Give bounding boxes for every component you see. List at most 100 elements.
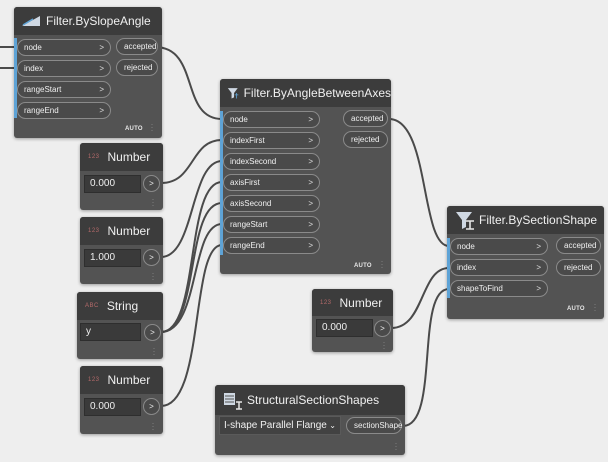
node-menu-icon[interactable]: ···	[383, 340, 385, 352]
port-label: rejected	[564, 263, 593, 272]
input-port-node[interactable]: node>	[450, 238, 548, 255]
port-label: axisSecond	[230, 199, 272, 208]
number-node[interactable]: 123 Number 0.000 > ···	[80, 366, 163, 434]
chevron-right-icon[interactable]: >	[143, 175, 160, 192]
wire	[160, 202, 223, 333]
input-port-range-end[interactable]: rangeEnd>	[17, 102, 111, 119]
port-label: node	[24, 43, 42, 52]
input-port-node[interactable]: node>	[223, 111, 320, 128]
number-type-icon: 123	[320, 299, 332, 306]
lacing-label[interactable]: AUTO	[567, 306, 585, 312]
input-port-axis-first[interactable]: axisFirst>	[223, 174, 320, 191]
number-value-input[interactable]: 0.000	[84, 175, 141, 193]
input-port-index[interactable]: index>	[450, 259, 548, 276]
chevron-right-icon[interactable]: >	[144, 324, 161, 341]
structural-section-shapes-node[interactable]: StructuralSectionShapes I-shape Parallel…	[215, 385, 405, 455]
lacing-label[interactable]: AUTO	[125, 126, 143, 132]
input-port-range-start[interactable]: rangeStart >	[17, 81, 111, 98]
input-port-index-first[interactable]: indexFirst >	[223, 132, 320, 149]
node-header[interactable]: Filter.ByAngleBetweenAxes	[220, 79, 391, 107]
chevron-right-icon: >	[99, 85, 104, 94]
port-label: index	[24, 64, 44, 73]
chevron-right-icon[interactable]: >	[143, 249, 160, 266]
chevron-right-icon: >	[308, 220, 313, 229]
node-menu-icon[interactable]: ···	[381, 259, 383, 271]
chevron-right-icon: >	[308, 136, 313, 145]
filter-by-section-shape-node[interactable]: Filter.BySectionShape node> index> shape…	[447, 206, 604, 319]
node-header[interactable]: Filter.BySectionShape	[447, 206, 604, 234]
input-port-axis-second[interactable]: axisSecond>	[223, 195, 320, 212]
number-node[interactable]: 123 Number 0.000 > ···	[312, 289, 393, 352]
chevron-right-icon[interactable]: >	[374, 320, 391, 337]
port-label: sectionShape	[354, 421, 403, 430]
port-label: rangeStart	[24, 85, 62, 94]
chevron-right-icon: >	[308, 178, 313, 187]
number-node[interactable]: 123 Number 0.000 > ···	[80, 143, 163, 210]
output-port-accepted[interactable]: accepted	[116, 38, 158, 55]
wire	[402, 288, 450, 427]
lacing-label[interactable]: AUTO	[354, 263, 372, 269]
output-port-rejected[interactable]: rejected	[343, 131, 388, 148]
output-port-section-shape[interactable]: sectionShape	[346, 417, 402, 434]
node-header[interactable]: StructuralSectionShapes	[215, 385, 405, 415]
number-value-input[interactable]: 0.000	[84, 398, 141, 416]
port-label: accepted	[124, 42, 157, 51]
wire	[154, 46, 223, 120]
node-header[interactable]: ABC String	[77, 292, 163, 320]
port-label: accepted	[564, 241, 597, 250]
node-title: Number	[107, 224, 151, 238]
port-label: indexFirst	[230, 136, 265, 145]
filter-by-angle-between-axes-node[interactable]: Filter.ByAngleBetweenAxes node> indexFir…	[220, 79, 391, 274]
node-title: Number	[107, 373, 151, 387]
string-value-input[interactable]: y	[80, 323, 141, 341]
number-value-input[interactable]: 1.000	[84, 249, 141, 267]
node-title: Number	[339, 295, 383, 310]
node-header[interactable]: 123 Number	[80, 366, 163, 394]
section-shape-dropdown[interactable]: I-shape Parallel Flange⌄	[219, 416, 341, 435]
section-shapes-icon	[224, 393, 242, 410]
node-header[interactable]: 123 Number	[312, 289, 393, 316]
output-port-rejected[interactable]: rejected	[116, 59, 158, 76]
node-menu-icon[interactable]: ···	[152, 271, 154, 283]
node-title: Filter.BySectionShape	[479, 213, 598, 227]
node-menu-icon[interactable]: ···	[594, 302, 596, 314]
input-accent	[447, 238, 450, 298]
wire	[160, 139, 223, 184]
filter-section-icon	[456, 212, 474, 230]
chevron-down-icon: ⌄	[329, 421, 336, 430]
node-header[interactable]: 123 Number	[80, 217, 163, 245]
number-value-input[interactable]: 0.000	[316, 319, 373, 337]
node-menu-icon[interactable]: ···	[152, 197, 154, 209]
input-port-shape-to-find[interactable]: shapeToFind>	[450, 280, 548, 297]
port-label: accepted	[351, 114, 384, 123]
chevron-right-icon: >	[536, 284, 541, 293]
filter-by-slope-angle-node[interactable]: Filter.BySlopeAngle node > index > rangeSt…	[14, 7, 162, 138]
wire	[160, 160, 223, 258]
chevron-right-icon[interactable]: >	[143, 398, 160, 415]
node-menu-icon[interactable]: ···	[395, 441, 397, 453]
node-title: Filter.BySlopeAngle	[46, 14, 151, 28]
input-port-index-second[interactable]: indexSecond>	[223, 153, 320, 170]
input-port-node[interactable]: node >	[17, 39, 111, 56]
chevron-right-icon: >	[99, 43, 104, 52]
output-port-accepted[interactable]: accepted	[343, 110, 388, 127]
node-menu-icon[interactable]: ···	[151, 122, 153, 134]
number-node[interactable]: 123 Number 1.000 > ···	[80, 217, 163, 284]
port-label: rangeEnd	[24, 106, 59, 115]
string-node[interactable]: ABC String y > ···	[77, 292, 163, 359]
filter-axes-icon	[227, 88, 239, 99]
node-menu-icon[interactable]: ···	[152, 421, 154, 433]
output-port-accepted[interactable]: accepted	[556, 237, 601, 254]
input-accent	[14, 38, 17, 118]
input-port-index[interactable]: index >	[17, 60, 111, 77]
port-label: rejected	[124, 63, 153, 72]
node-header[interactable]: 123 Number	[80, 143, 163, 171]
output-port-rejected[interactable]: rejected	[556, 259, 601, 276]
input-port-range-end[interactable]: rangeEnd>	[223, 237, 320, 254]
node-menu-icon[interactable]: ···	[153, 346, 155, 358]
node-header[interactable]: Filter.BySlopeAngle	[14, 7, 162, 35]
input-port-range-start[interactable]: rangeStart>	[223, 216, 320, 233]
node-title: String	[106, 299, 139, 313]
chevron-right-icon: >	[99, 64, 104, 73]
